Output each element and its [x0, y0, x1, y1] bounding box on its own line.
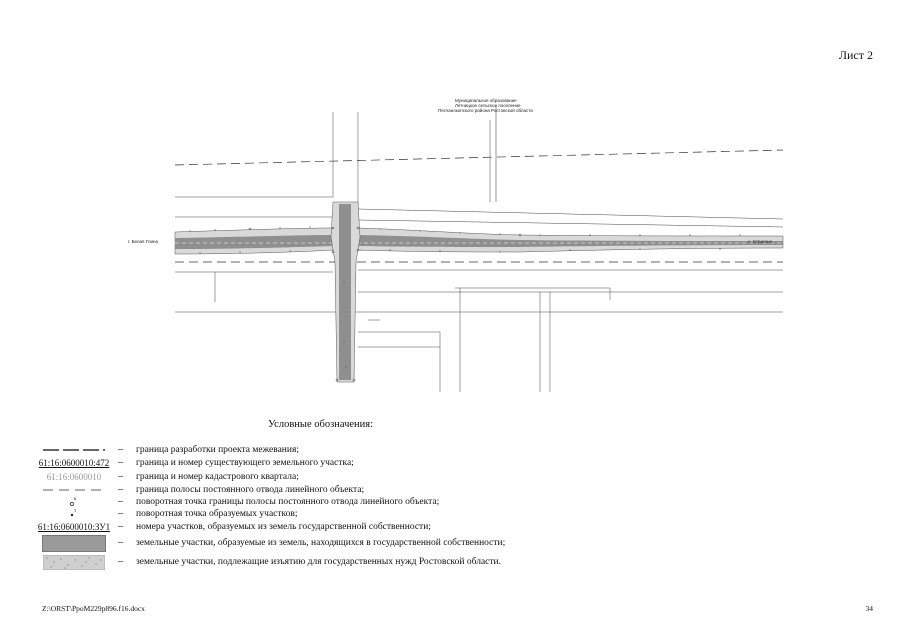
legend-item: – граница полосы постоянного отвода лине…: [40, 483, 640, 497]
legend-item: 61:16:0600010 – граница и номер кадастро…: [40, 470, 640, 484]
legend-dash: –: [118, 496, 123, 507]
legend-description: земельные участки, подлежащие изъятию дл…: [136, 557, 502, 567]
new-parcel-number-symbol: 61:16:0600010:ЗУ1: [37, 522, 111, 532]
stipple-fill-symbol: [40, 554, 108, 570]
legend-description: граница полосы постоянного отвода линейн…: [136, 485, 365, 495]
legend-dash: –: [118, 444, 123, 455]
legend-item: 1 – поворотная точка образуемых участков…: [40, 507, 640, 521]
legend-title: Условные обозначения:: [268, 419, 374, 430]
svg-text:6: 6: [74, 496, 77, 501]
legend-dash: –: [118, 484, 123, 495]
legend-item: – земельные участки, подлежащие изъятию …: [40, 554, 640, 570]
svg-text:1: 1: [74, 508, 77, 513]
left-direction-label: г. Белая Глина: [128, 239, 159, 244]
parcel-number-symbol: 61:16:0600010:472: [38, 458, 110, 468]
municipality-note-line: Летницкое сельское поселение: [455, 103, 521, 108]
legend-item: 61:16:0600010:ЗУ1 – номера участков, обр…: [37, 520, 640, 534]
right-direction-label: с. Строгоно: [748, 239, 773, 244]
legend-description: номера участков, образуемых из земель го…: [136, 522, 431, 532]
boundary-line-symbol: [40, 443, 108, 457]
legend-item: 61:16:0600010:472 – граница и номер суще…: [38, 456, 640, 470]
turn-points: [248, 226, 522, 382]
legend-description: поворотная точка границы полосы постоянн…: [136, 497, 440, 507]
legend-item: 6 – поворотная точка границы полосы пост…: [40, 495, 640, 509]
dashed-line-symbol: [40, 483, 108, 497]
file-path: Z:\ORST\PpoM229p896.f16.docx: [42, 604, 145, 613]
grey-fill-symbol: [40, 534, 108, 552]
quarter-number-symbol: 61:16:0600010: [46, 472, 102, 482]
municipality-note-line: Песчанокопского района Ростовской област…: [438, 107, 533, 113]
legend-description: граница и номер кадастрового квартала;: [136, 472, 299, 482]
page-number: 34: [865, 604, 874, 613]
legend-description: граница разработки проекта межевания;: [136, 445, 299, 455]
legend-dash: –: [118, 556, 123, 567]
allotment-boundary-line: [174, 149, 784, 166]
legend-dash: –: [118, 537, 123, 548]
municipality-note-line: Муниципальное образование: [455, 98, 517, 103]
cadastral-plan-drawing: Муниципальное образование Летницкое сель…: [128, 98, 784, 392]
legend-description: земельные участки, образуемые из земель,…: [136, 538, 506, 548]
road-carriageway: [175, 235, 783, 249]
side-road-carriageway: [339, 204, 351, 380]
legend-item: – земельные участки, образуемые из земел…: [40, 534, 640, 552]
legend-dash: –: [118, 508, 123, 519]
legend-description: граница и номер существующего земельного…: [136, 458, 354, 468]
legend-dash: –: [118, 521, 123, 532]
small-turn-point-symbol: 1: [40, 507, 108, 521]
legend-description: поворотная точка образуемых участков;: [136, 509, 298, 519]
legend-item: – граница разработки проекта межевания;: [40, 443, 640, 457]
legend-dash: –: [118, 457, 123, 468]
turn-point-symbol: 6: [40, 495, 108, 509]
sheet-label: Лист 2: [838, 48, 873, 62]
legend-dash: –: [118, 471, 123, 482]
